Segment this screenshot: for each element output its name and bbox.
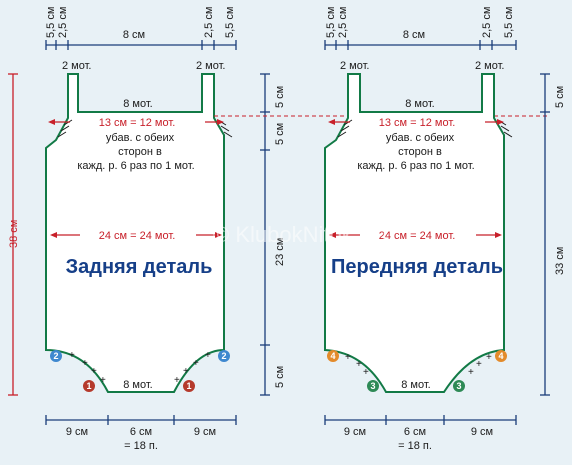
- front-bottom-dimensions: 9 см 6 см 9 см = 18 п.: [324, 415, 517, 452]
- watermark: © KlubokNitok.Ru: [213, 222, 387, 247]
- back-total-height: 38 см: [8, 73, 20, 396]
- front-bottom-width-3: 9 см: [471, 426, 493, 438]
- front-armhole-measure: 13 см = 12 мот.: [328, 117, 504, 129]
- svg-text:+: +: [345, 352, 351, 363]
- back-right-heights: 5 см 5 см 23 см 5 см: [260, 73, 286, 396]
- back-top-width-4: 2,5 см: [203, 7, 215, 38]
- back-bottom-total: = 18 п.: [124, 440, 158, 452]
- back-decrease-note-2: сторон в: [118, 146, 162, 158]
- back-stitch-marks: + + + + + + + +: [69, 350, 211, 386]
- back-bottom-label: 8 мот.: [123, 379, 153, 391]
- svg-text:3: 3: [370, 381, 375, 391]
- front-top-dimensions: 5,5 см 2,5 см 8 см 2,5 см 5,5 см: [324, 7, 517, 50]
- svg-text:2: 2: [221, 351, 226, 361]
- front-bottom-label: 8 мот.: [401, 379, 431, 391]
- front-neck-label: 8 мот.: [405, 98, 435, 110]
- svg-text:+: +: [82, 358, 88, 369]
- svg-text:1: 1: [86, 381, 91, 391]
- front-height-top: 5 см: [554, 86, 566, 108]
- back-body-measure: 24 см = 24 мот.: [50, 230, 222, 242]
- back-badge-2-right: 2: [218, 350, 230, 362]
- back-top-dimensions: 5,5 см 2,5 см 8 см 2,5 см 5,5 см: [45, 7, 237, 50]
- back-top-width-3: 8 см: [123, 29, 145, 41]
- back-armhole-measure: 13 см = 12 мот.: [48, 117, 224, 129]
- front-strap-left-label: 2 мот.: [340, 60, 370, 72]
- front-decrease-note-3: кажд. р. 6 раз по 1 мот.: [357, 160, 474, 172]
- front-badge-4-right: 4: [495, 350, 507, 362]
- front-badge-3-left: 3: [367, 380, 379, 392]
- back-height-3: 23 см: [274, 238, 286, 266]
- front-strap-right-label: 2 мот.: [475, 60, 505, 72]
- back-bottom-dimensions: 9 см 6 см 9 см = 18 п.: [45, 415, 237, 452]
- svg-text:4: 4: [498, 351, 503, 361]
- back-height-2: 5 см: [274, 123, 286, 145]
- back-bottom-width-3: 9 см: [194, 426, 216, 438]
- back-decrease-note-1: убав. с обеих: [106, 132, 175, 144]
- front-piece: 5,5 см 2,5 см 8 см 2,5 см 5,5 см 2 мот. …: [324, 7, 566, 452]
- front-body-measure: 24 см = 24 мот.: [329, 230, 502, 242]
- back-piece: 5,5 см 2,5 см 8 см 2,5 см 5,5 см 2 мот. …: [8, 7, 286, 452]
- back-body-width: 24 см = 24 мот.: [99, 230, 176, 242]
- svg-text:+: +: [69, 350, 75, 361]
- svg-text:1: 1: [186, 381, 191, 391]
- back-height-4: 5 см: [274, 366, 286, 388]
- svg-text:+: +: [174, 375, 180, 386]
- svg-text:+: +: [363, 367, 369, 378]
- front-body-width: 24 см = 24 мот.: [379, 230, 456, 242]
- front-decrease-note-2: сторон в: [398, 146, 442, 158]
- front-top-width-2: 2,5 см: [337, 7, 349, 38]
- front-stitch-marks: + + + + + +: [345, 352, 492, 378]
- svg-text:3: 3: [456, 381, 461, 391]
- svg-text:+: +: [476, 359, 482, 370]
- front-badge-4-left: 4: [327, 350, 339, 362]
- svg-text:+: +: [205, 350, 211, 361]
- back-badge-1-left: 1: [83, 380, 95, 392]
- svg-text:+: +: [193, 358, 199, 369]
- back-badge-1-right: 1: [183, 380, 195, 392]
- back-height-1: 5 см: [274, 86, 286, 108]
- front-height-total: 33 см: [554, 247, 566, 275]
- back-neck-label: 8 мот.: [123, 98, 153, 110]
- back-strap-left-label: 2 мот.: [62, 60, 92, 72]
- back-top-width-1: 5,5 см: [45, 7, 57, 38]
- back-height-total: 38 см: [8, 220, 20, 248]
- front-decrease-note-1: убав. с обеих: [386, 132, 455, 144]
- back-top-width-5: 5,5 см: [224, 7, 236, 38]
- front-top-width-4: 2,5 см: [481, 7, 493, 38]
- back-top-width-2: 2,5 см: [57, 7, 69, 38]
- back-bottom-width-1: 9 см: [66, 426, 88, 438]
- front-bottom-width-1: 9 см: [344, 426, 366, 438]
- back-decrease-note-3: кажд. р. 6 раз по 1 мот.: [77, 160, 194, 172]
- svg-text:2: 2: [53, 351, 58, 361]
- svg-text:+: +: [356, 359, 362, 370]
- front-bottom-width-2: 6 см: [404, 426, 426, 438]
- svg-text:+: +: [183, 366, 189, 377]
- front-top-width-5: 5,5 см: [503, 7, 515, 38]
- front-bottom-total: = 18 п.: [398, 440, 432, 452]
- front-top-width-1: 5,5 см: [325, 7, 337, 38]
- front-top-width-3: 8 см: [403, 29, 425, 41]
- front-right-heights: 5 см 33 см: [540, 73, 566, 396]
- front-armhole-width: 13 см = 12 мот.: [379, 117, 456, 129]
- svg-text:4: 4: [330, 351, 335, 361]
- back-badge-2-left: 2: [50, 350, 62, 362]
- svg-text:+: +: [486, 352, 492, 363]
- back-strap-right-label: 2 мот.: [196, 60, 226, 72]
- front-badge-3-right: 3: [453, 380, 465, 392]
- back-bottom-width-2: 6 см: [130, 426, 152, 438]
- svg-text:+: +: [91, 366, 97, 377]
- front-title: Передняя деталь: [331, 256, 503, 278]
- back-armhole-width: 13 см = 12 мот.: [99, 117, 176, 129]
- svg-text:+: +: [100, 375, 106, 386]
- back-title: Задняя деталь: [66, 256, 213, 278]
- svg-text:+: +: [468, 367, 474, 378]
